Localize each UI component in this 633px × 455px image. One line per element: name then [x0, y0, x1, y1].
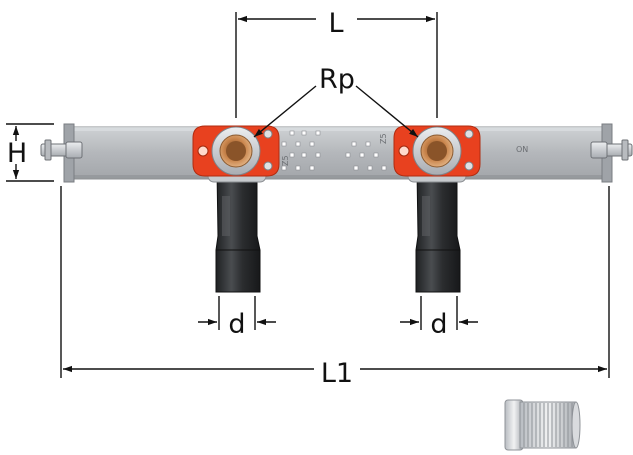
dimension-label-rp: Rp — [319, 64, 355, 95]
dimension-label-h: H — [7, 138, 27, 169]
dimension-label-l1: L1 — [321, 358, 353, 389]
wall-elbow-right — [393, 125, 481, 293]
rp-leader-lines — [253, 85, 419, 138]
bar-stamp-left: Z5 — [281, 155, 290, 166]
dimension-d-left — [198, 296, 276, 330]
dimension-l — [235, 12, 438, 118]
bar-stamp-right: ON — [516, 145, 528, 154]
bar-stamp-middle: Z5 — [379, 133, 388, 144]
dimension-d-right — [400, 296, 478, 330]
dimension-h — [6, 123, 54, 182]
mounting-bar — [63, 123, 613, 183]
dimension-label-l: L — [328, 8, 343, 39]
dimension-label-d-left: d — [228, 309, 245, 340]
support-tube-accessory — [504, 399, 581, 451]
bar-perforation-holes — [281, 130, 387, 171]
wall-elbow-left — [192, 125, 280, 293]
dimension-l1 — [60, 186, 610, 378]
anchor-bolt-left — [40, 139, 83, 161]
anchor-bolt-right — [590, 139, 633, 161]
dimension-label-d-right: d — [430, 309, 447, 340]
